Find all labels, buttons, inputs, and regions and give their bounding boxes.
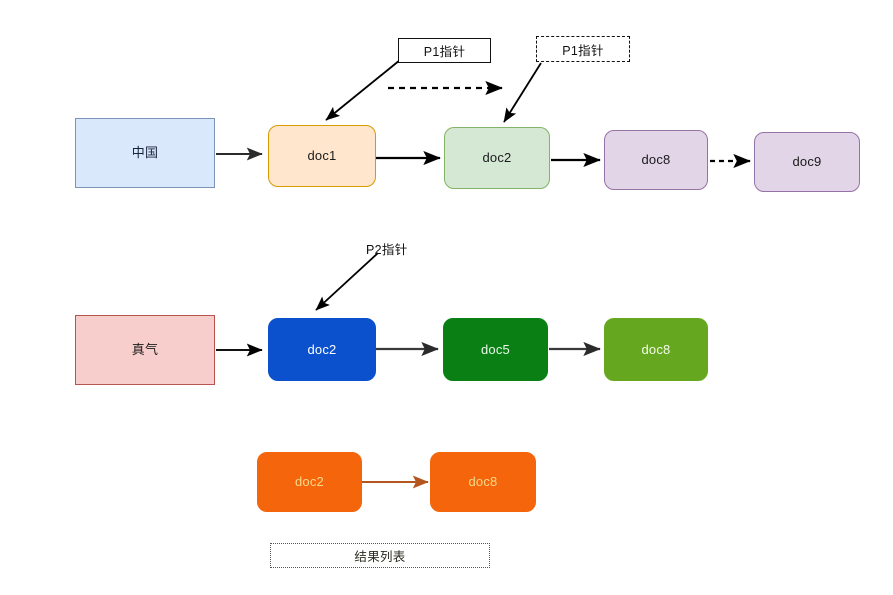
row1-node-doc2[interactable]: doc2 [444, 127, 550, 189]
row2-node-doc2[interactable]: doc2 [268, 318, 376, 381]
row1-node-doc8[interactable]: doc8 [604, 130, 708, 190]
annotation-p1-pointer-solid[interactable]: P1指针 [398, 38, 491, 63]
row1-source-node[interactable]: 中国 [75, 118, 215, 188]
row1-node-doc1[interactable]: doc1 [268, 125, 376, 187]
row2-node-doc5[interactable]: doc5 [443, 318, 548, 381]
edge-p1-solid-to-doc1 [325, 59, 401, 121]
row2-node-doc8[interactable]: doc8 [604, 318, 708, 381]
edge-p2-to-row2-doc2 [315, 252, 379, 311]
edge-p1-dashed-to-doc2 [503, 62, 542, 123]
row2-source-node[interactable]: 真气 [75, 315, 215, 385]
annotation-p1-pointer-dashed[interactable]: P1指针 [536, 36, 630, 62]
row3-node-doc2[interactable]: doc2 [257, 452, 362, 512]
annotation-p2-pointer: P2指针 [366, 243, 408, 257]
row3-result-list-caption: 结果列表 [270, 543, 490, 568]
row1-node-doc9[interactable]: doc9 [754, 132, 860, 192]
row3-node-doc8[interactable]: doc8 [430, 452, 536, 512]
